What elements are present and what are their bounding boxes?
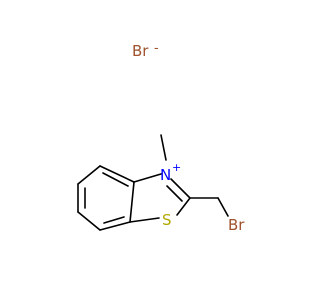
double-bond-n-c2 xyxy=(166,185,183,202)
bond-c2-s xyxy=(176,197,191,216)
bond-ch2-br xyxy=(217,197,229,217)
nitrogen-symbol: N xyxy=(160,166,171,184)
bond-c3a-c4 xyxy=(99,165,135,183)
bond-c3a-n xyxy=(133,173,162,183)
bond-c6-c7 xyxy=(77,211,101,231)
sulfur-symbol: S xyxy=(162,211,172,229)
bond-c7a-c3a xyxy=(129,181,135,223)
bond-c7-c7a xyxy=(99,221,131,231)
bond-c4-c5 xyxy=(77,165,101,185)
bond-n-c2 xyxy=(170,178,191,199)
bond-s-c7a xyxy=(129,217,160,223)
bond-n-methyl xyxy=(160,134,167,161)
nitrogen-charge: + xyxy=(172,161,181,174)
atom-labels: N + S Br xyxy=(160,161,245,234)
bromide-symbol: Br xyxy=(132,42,149,60)
bond-lines xyxy=(77,134,229,231)
bromide-charge: - xyxy=(154,41,159,56)
double-bond-c7-c7a xyxy=(103,216,125,224)
bromide-counter-ion: Br - xyxy=(132,41,159,60)
bromine-symbol: Br xyxy=(228,216,245,234)
benzothiazolium-structure: Br - xyxy=(77,41,245,234)
structure-canvas: Br - xyxy=(77,41,245,234)
double-bond-c3a-c4 xyxy=(102,172,129,187)
